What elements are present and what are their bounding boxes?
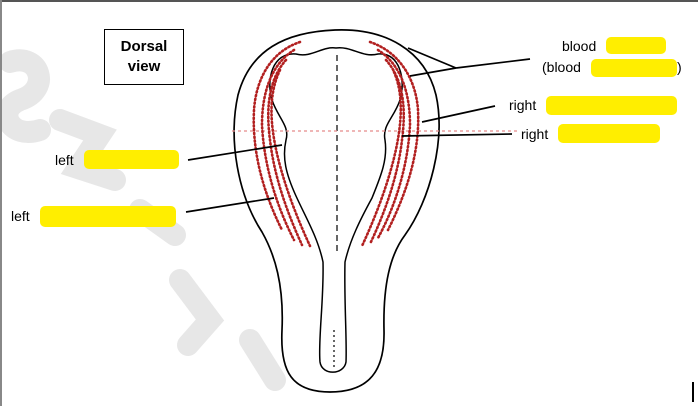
label-left-1: left xyxy=(55,152,74,168)
leader-right-1 xyxy=(421,105,496,123)
dotted-region-right xyxy=(360,40,420,248)
answer-blank-left-2[interactable] xyxy=(40,206,176,227)
leader-blood-c xyxy=(455,58,531,69)
label-left-2: left xyxy=(11,208,30,224)
view-title-line1: Dorsal xyxy=(120,38,168,55)
answer-blank-right-2[interactable] xyxy=(558,124,660,143)
text-cursor xyxy=(692,382,694,402)
answer-blank-blood-1[interactable] xyxy=(606,37,666,54)
label-right-1: right xyxy=(509,97,537,113)
view-title-box: Dorsal view xyxy=(104,29,184,85)
neural-plate-outline xyxy=(269,47,403,373)
label-blood-2-close: ) xyxy=(677,59,682,75)
label-blood-1: blood xyxy=(562,38,597,54)
leader-right-2 xyxy=(401,133,513,137)
leader-left-2 xyxy=(185,197,275,213)
left-border xyxy=(0,0,2,406)
leader-blood-b xyxy=(409,67,457,77)
view-title-line2: view xyxy=(127,58,161,75)
top-border xyxy=(0,0,698,2)
label-blood-2: (blood xyxy=(542,59,581,75)
label-right-2: right xyxy=(521,126,549,142)
dotted-region-left xyxy=(252,40,312,248)
answer-blank-left-1[interactable] xyxy=(84,150,179,169)
leader-left-1 xyxy=(187,144,283,161)
leader-blood-a xyxy=(407,47,457,69)
answer-blank-blood-2[interactable] xyxy=(591,59,677,77)
leader-lines xyxy=(185,47,531,213)
answer-blank-right-1[interactable] xyxy=(546,96,677,115)
